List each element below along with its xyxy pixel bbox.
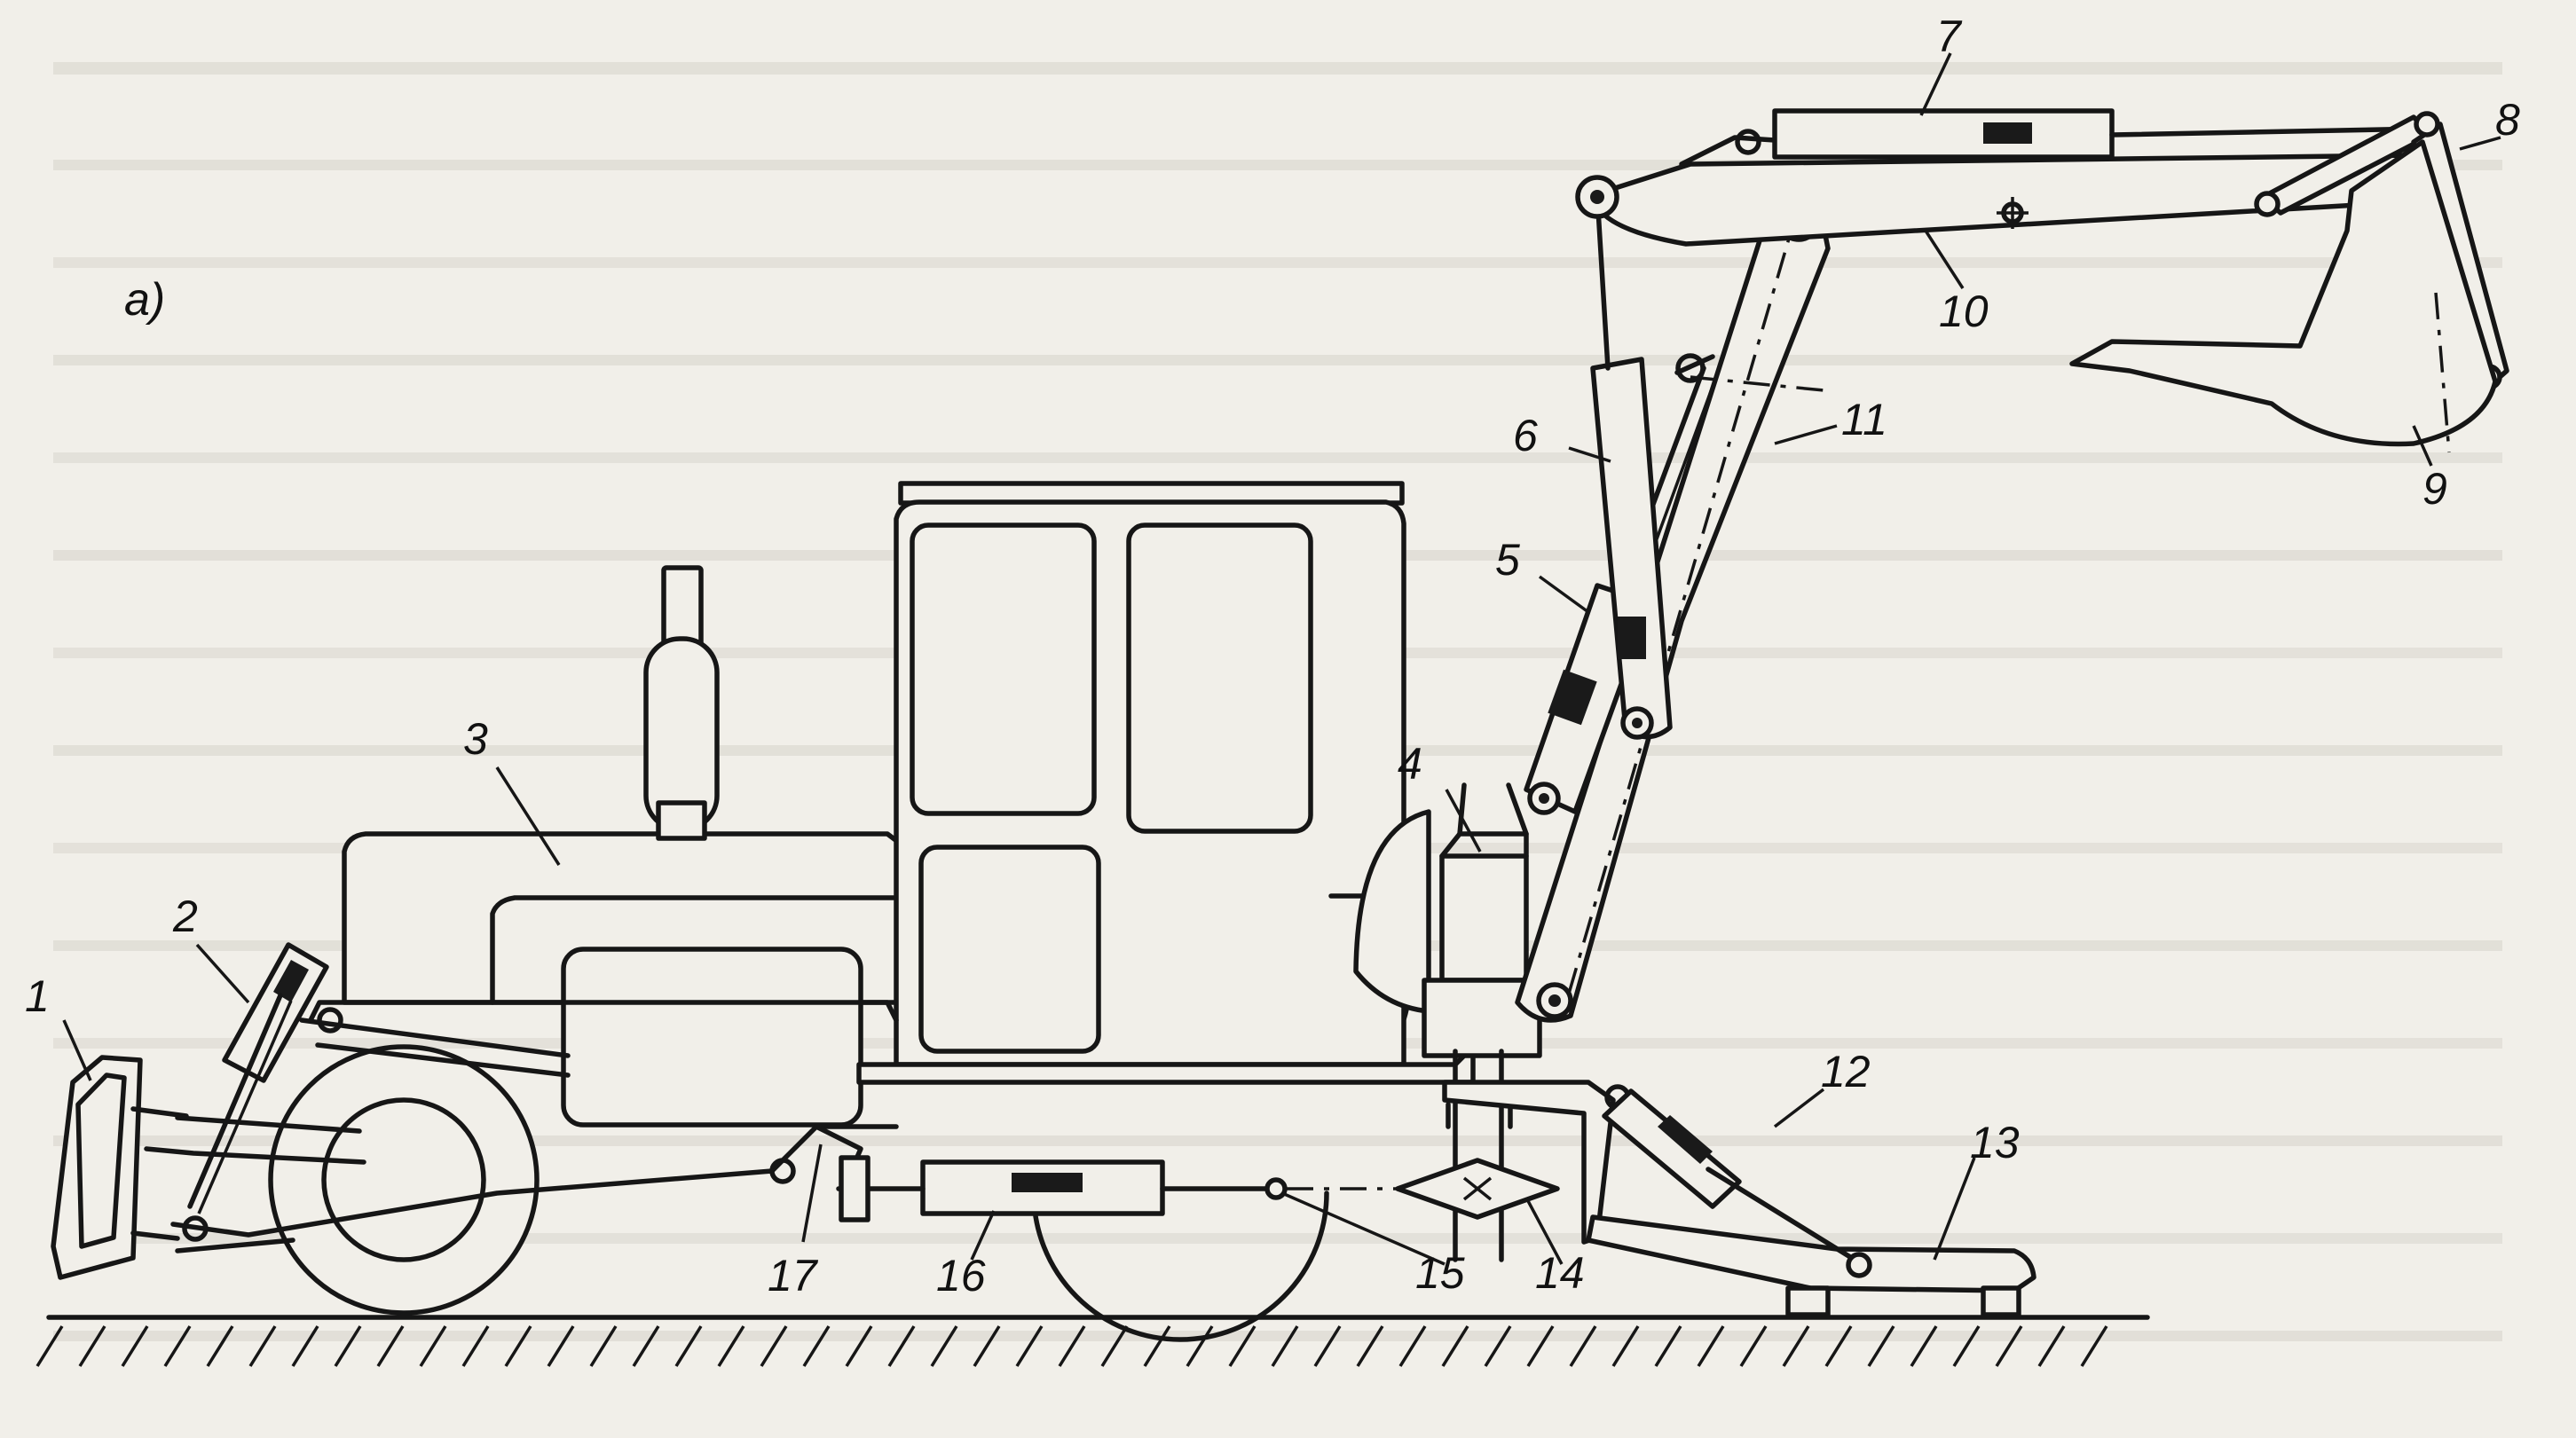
callout-12: 12 — [1821, 1047, 1871, 1096]
hatch-stroke — [1398, 1325, 1427, 1367]
hatch-stroke — [1271, 1325, 1299, 1367]
outrigger-cylinder — [1602, 1088, 1872, 1278]
callout-3: 3 — [463, 714, 488, 764]
hatch-stroke — [589, 1325, 618, 1367]
callout-2: 2 — [172, 892, 198, 941]
boom — [1515, 198, 1831, 1023]
hatch-stroke — [674, 1325, 703, 1367]
callout-17: 17 — [768, 1251, 819, 1300]
hatch-stroke — [973, 1325, 1001, 1367]
callouts: 1 2 3 4 5 6 7 8 9 10 11 12 13 14 15 16 1… — [25, 12, 2520, 1300]
hatch-stroke — [334, 1325, 362, 1367]
hatch-stroke — [547, 1325, 575, 1367]
blade-cylinder — [187, 942, 329, 1214]
callout-15: 15 — [1415, 1248, 1465, 1298]
callout-1: 1 — [25, 971, 50, 1021]
hatch-stroke — [1611, 1325, 1640, 1367]
hatch-stroke — [887, 1325, 916, 1367]
rear-wheel — [268, 1044, 540, 1316]
hatch-stroke — [1569, 1325, 1597, 1367]
hatch-stroke — [1313, 1325, 1342, 1367]
hatch-stroke — [845, 1325, 873, 1367]
hatch-stroke — [1697, 1325, 1725, 1367]
hatch-stroke — [1782, 1325, 1810, 1367]
hatch-stroke — [1058, 1325, 1086, 1367]
carriage-rhombus — [1395, 1158, 1560, 1220]
callout-9: 9 — [2422, 464, 2447, 514]
ground — [35, 1315, 2150, 1367]
hatch-stroke — [1228, 1325, 1256, 1367]
hatch-stroke — [802, 1325, 831, 1367]
hatch-stroke — [291, 1325, 319, 1367]
hatch-stroke — [121, 1325, 149, 1367]
chassis-frame — [144, 1000, 1476, 1253]
hatch-stroke — [1441, 1325, 1469, 1367]
hatch-stroke — [1015, 1325, 1044, 1367]
callout-4: 4 — [1398, 739, 1422, 789]
hatch-stroke — [1867, 1325, 1895, 1367]
hatch-stroke — [760, 1325, 788, 1367]
swing-column — [1353, 782, 1542, 1262]
hatch-stroke — [1910, 1325, 1938, 1367]
panel-label: а) — [124, 274, 165, 326]
hatch-stroke — [632, 1325, 660, 1367]
hatch-stroke — [504, 1325, 532, 1367]
cab — [894, 481, 1406, 1067]
bucket — [2069, 139, 2498, 453]
ground-hatching — [35, 1325, 2108, 1367]
hatch-stroke — [1143, 1325, 1171, 1367]
leader-lines — [62, 52, 2501, 1266]
hatch-stroke — [1356, 1325, 1384, 1367]
hatch-stroke — [461, 1325, 490, 1367]
callout-7: 7 — [1936, 12, 1963, 61]
callout-14: 14 — [1535, 1248, 1585, 1298]
hatch-stroke — [1995, 1325, 2023, 1367]
bucket-cylinder — [1679, 108, 2430, 167]
hatch-stroke — [1484, 1325, 1512, 1367]
outrigger-leg — [1586, 1214, 2036, 1317]
stick-cylinder — [1590, 193, 1673, 740]
hatch-stroke — [1526, 1325, 1555, 1367]
hatch-stroke — [35, 1325, 64, 1367]
hatch-stroke — [2037, 1325, 2066, 1367]
callout-6: 6 — [1513, 411, 1538, 460]
hatch-stroke — [419, 1325, 447, 1367]
engine-hood — [342, 565, 908, 1005]
callout-16: 16 — [936, 1251, 986, 1300]
hatch-stroke — [163, 1325, 192, 1367]
hatch-stroke — [1824, 1325, 1853, 1367]
callout-8: 8 — [2495, 95, 2520, 145]
hatch-stroke — [1739, 1325, 1768, 1367]
callout-5: 5 — [1495, 535, 1520, 585]
hatch-stroke — [248, 1325, 277, 1367]
stick-arm — [1575, 153, 2416, 392]
callout-13: 13 — [1970, 1118, 2020, 1167]
hatch-stroke — [78, 1325, 106, 1367]
hatch-stroke — [717, 1325, 745, 1367]
fuel-tank — [561, 947, 863, 1128]
hatch-stroke — [206, 1325, 234, 1367]
hatch-stroke — [1100, 1325, 1129, 1367]
hatch-stroke — [1654, 1325, 1682, 1367]
shift-cylinder — [836, 1155, 1402, 1222]
hatch-stroke — [1952, 1325, 1981, 1367]
callout-10: 10 — [1939, 287, 1989, 336]
rear-blade — [51, 1055, 189, 1280]
callout-11: 11 — [1841, 395, 1887, 444]
hatch-stroke — [1186, 1325, 1214, 1367]
hatch-stroke — [376, 1325, 405, 1367]
hatch-stroke — [2080, 1325, 2108, 1367]
hatch-stroke — [930, 1325, 958, 1367]
